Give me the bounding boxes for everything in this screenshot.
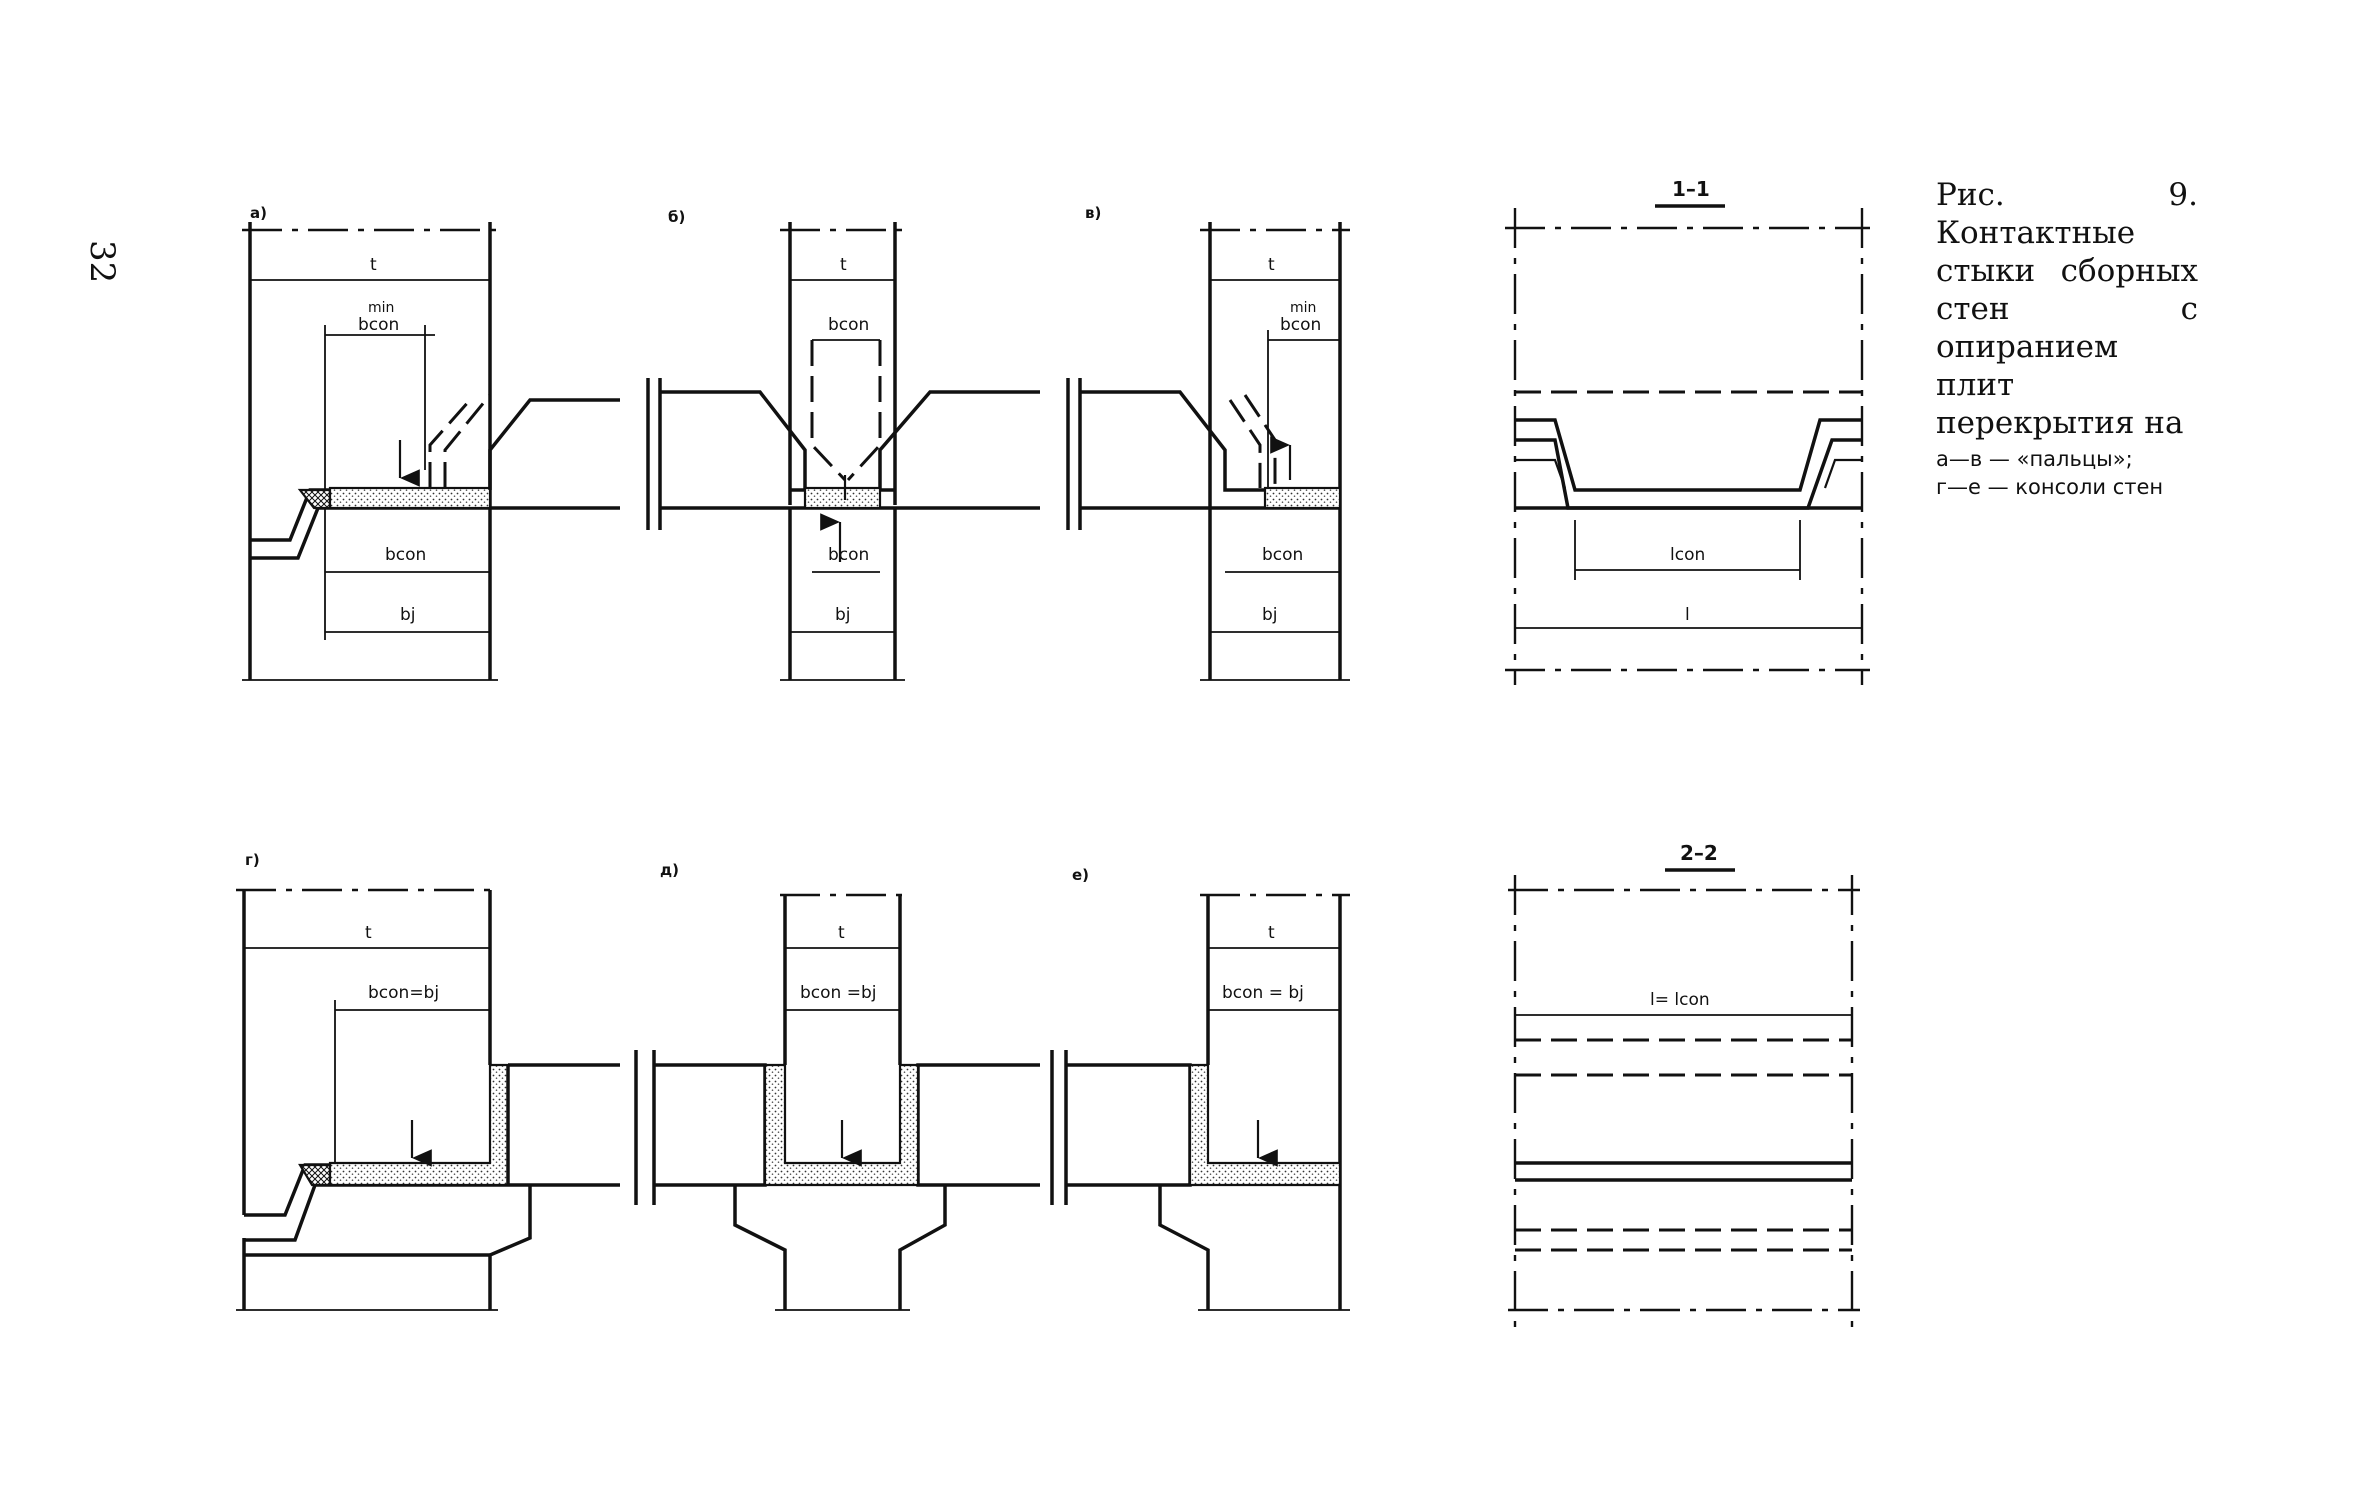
panel-g-t: t	[365, 923, 372, 943]
break-mark-4	[1050, 1050, 1068, 1205]
panel-g-bcon-eq: bcon=bj	[368, 983, 439, 1003]
panel-a-min: min	[368, 300, 394, 316]
break-mark-2	[1066, 378, 1082, 530]
section-2-l-eq: l= lcon	[1650, 990, 1710, 1010]
caption-title: Рис. 9. Контактные стыки сборных стен с …	[1936, 177, 2198, 441]
panel-a-letter: а)	[250, 204, 267, 222]
section-2-title: 2–2	[1680, 841, 1718, 865]
panel-d-letter: д)	[660, 861, 679, 879]
panel-b-t: t	[840, 255, 847, 275]
panel-v-bj: bj	[1262, 605, 1278, 625]
panel-v-t: t	[1268, 255, 1275, 275]
panel-e-t: t	[1268, 923, 1275, 943]
panel-a-bj: bj	[400, 605, 416, 625]
panel-v-bcon: bcon	[1262, 545, 1303, 565]
panel-b-bcon: bcon	[828, 545, 869, 565]
panel-g: г) t bcon=bj	[236, 851, 620, 1311]
panel-d-t: t	[838, 923, 845, 943]
break-mark-1	[646, 378, 662, 530]
panel-a: а) t min bcon bcon bj	[242, 204, 620, 681]
section-2-2: 2–2 l= lcon	[1508, 841, 1860, 1335]
panel-v: в) t min bcon bcon bj	[1080, 204, 1350, 681]
panel-e: е) t bcon = bj	[1066, 866, 1350, 1311]
panel-e-letter: е)	[1072, 866, 1089, 884]
panel-v-letter: в)	[1085, 204, 1101, 222]
panel-a-bcon: bcon	[385, 545, 426, 565]
panel-a-t: t	[370, 255, 377, 275]
figure-caption: Рис. 9. Контактные стыки сборных стен с …	[1936, 176, 2198, 498]
section-1-l: l	[1685, 605, 1690, 625]
panel-v-min: min	[1290, 300, 1316, 316]
section-1-lcon: lcon	[1670, 545, 1705, 565]
caption-legend-2: г—е — консоли стен	[1936, 475, 2164, 499]
section-1-title: 1–1	[1672, 177, 1710, 201]
break-mark-3	[634, 1050, 656, 1205]
panel-b: б) t bcon bcon bj	[660, 208, 1040, 681]
panel-b-bcon-top: bcon	[828, 315, 869, 335]
panel-v-bcon-min: bcon	[1280, 315, 1321, 335]
panel-d: д) t bcon =bj	[654, 861, 1040, 1311]
panel-g-letter: г)	[245, 851, 260, 869]
mortar-joint	[328, 486, 492, 510]
caption-legend-1: а—в — «пальцы»;	[1936, 447, 2133, 471]
panel-b-bj: bj	[835, 605, 851, 625]
panel-a-bcon-min: bcon	[358, 315, 399, 335]
panel-b-letter: б)	[668, 208, 685, 226]
section-1-1: 1–1 lcon l	[1505, 177, 1870, 685]
panel-e-bcon-eq: bcon = bj	[1222, 983, 1304, 1003]
panel-d-bcon-eq: bcon =bj	[800, 983, 876, 1003]
